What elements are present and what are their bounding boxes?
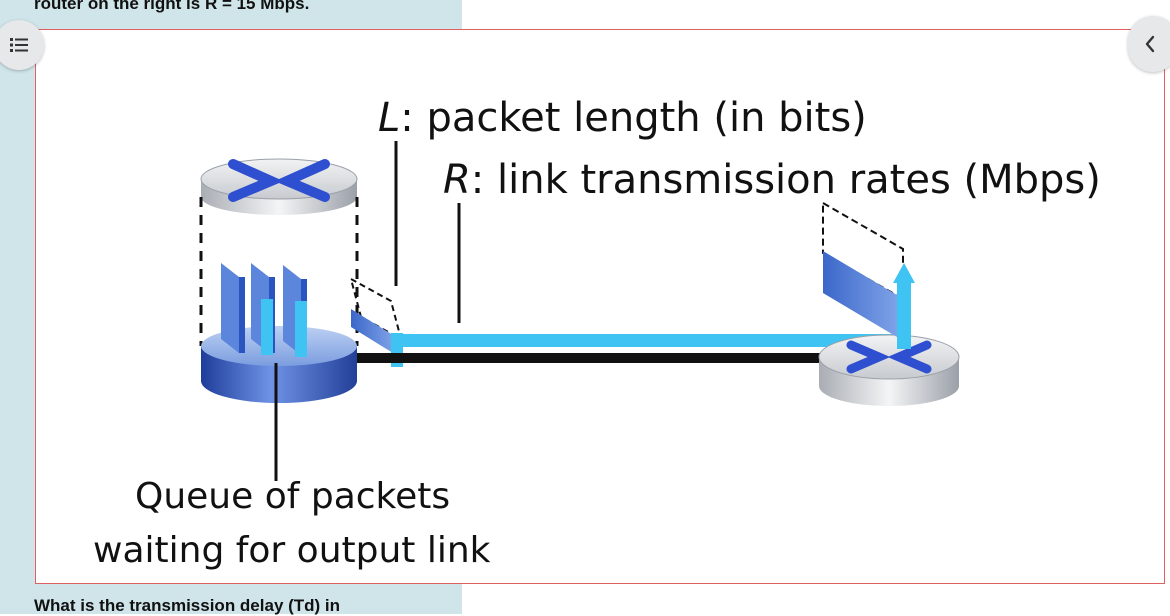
menu-button[interactable] bbox=[0, 20, 44, 70]
label-queue-line2: waiting for output link bbox=[93, 530, 491, 571]
chevron-left-icon bbox=[1145, 35, 1155, 53]
router-x-icon-right bbox=[846, 340, 932, 374]
right-router bbox=[818, 334, 960, 406]
link-line bbox=[357, 334, 895, 363]
queued-packets bbox=[221, 263, 307, 357]
question-text-top: router on the right is R = 15 Mbps. bbox=[34, 0, 310, 13]
list-icon bbox=[10, 38, 28, 52]
label-queue-line1: Queue of packets bbox=[135, 476, 450, 517]
label-packet-length: L: packet length (in bits) bbox=[378, 95, 867, 141]
arriving-packet bbox=[822, 201, 915, 349]
collapse-button[interactable] bbox=[1128, 16, 1170, 72]
router-x-icon bbox=[228, 159, 330, 202]
label-transmission-rate: R: link transmission rates (Mbps) bbox=[443, 157, 1101, 203]
figure-container: L: packet length (in bits) R: link trans… bbox=[35, 29, 1165, 584]
question-text-bottom: What is the transmission delay (Td) in bbox=[34, 596, 341, 615]
network-diagram: L: packet length (in bits) R: link trans… bbox=[93, 95, 1101, 571]
